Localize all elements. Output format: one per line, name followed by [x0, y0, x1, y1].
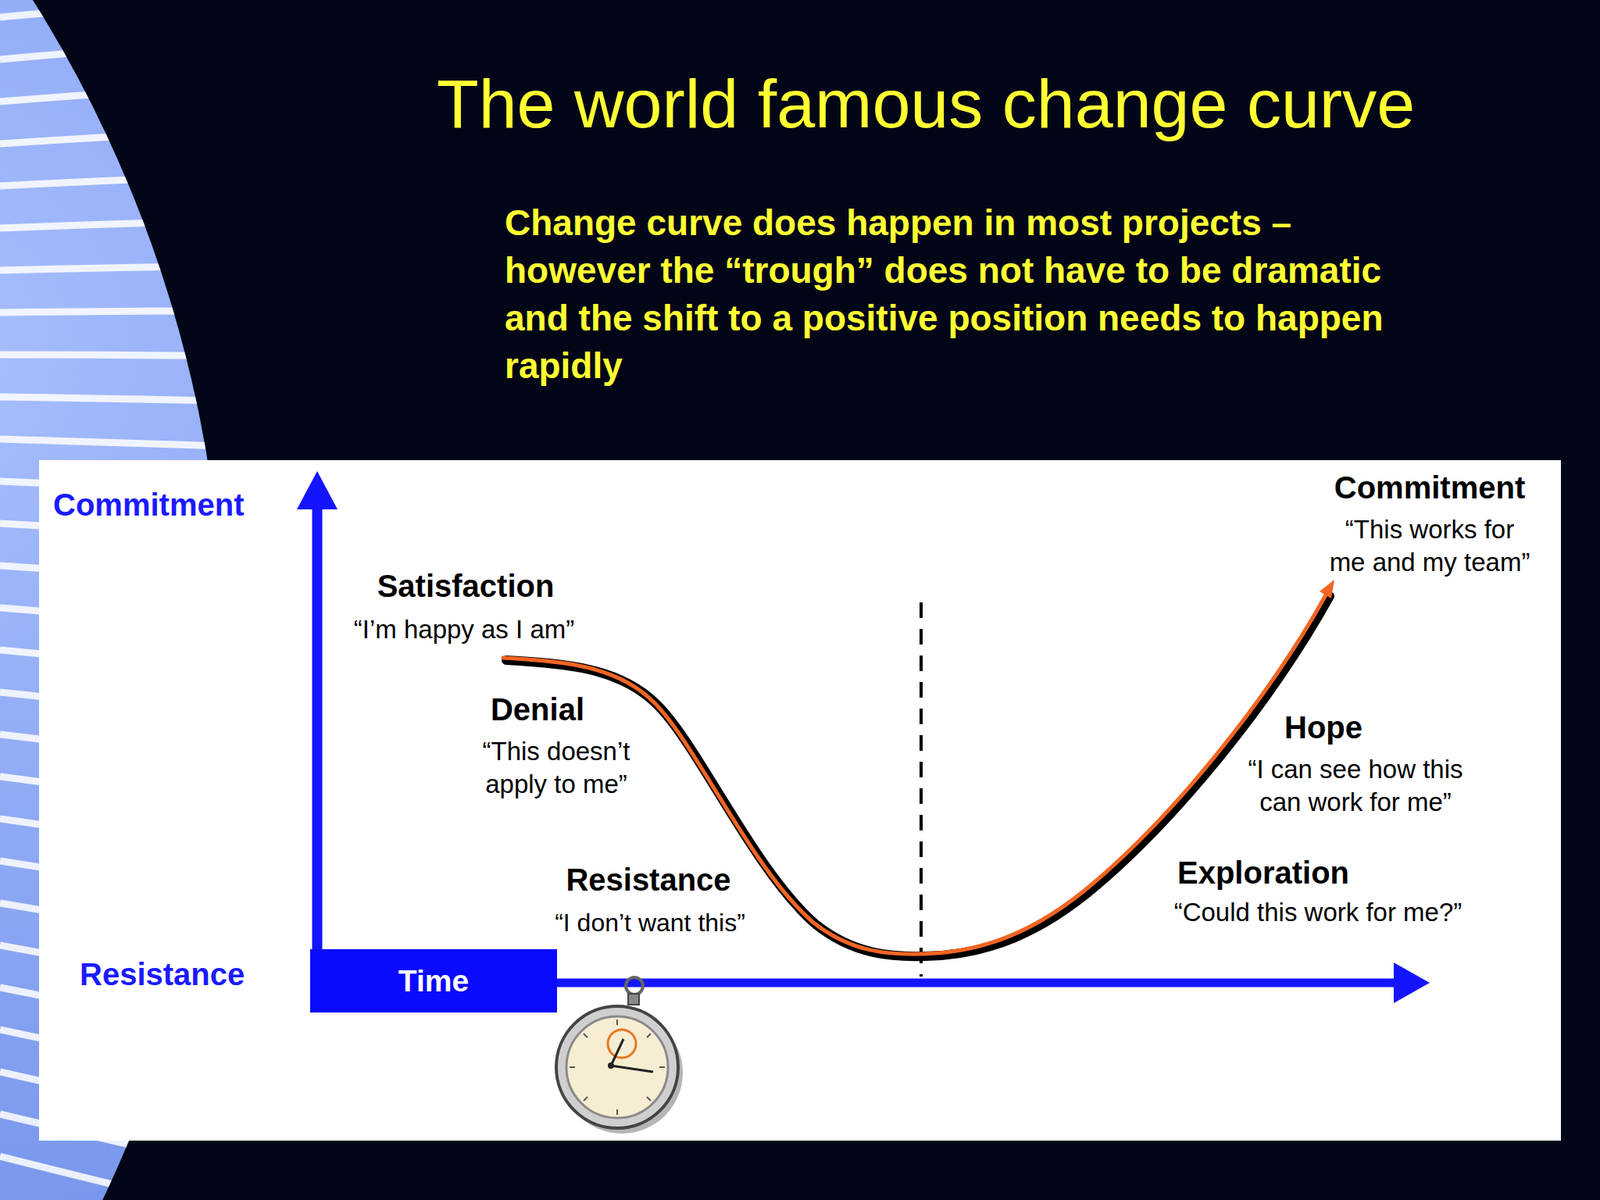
- stage-quote: “This works for me and my team”: [1327, 513, 1533, 579]
- axis-label: Commitment: [53, 485, 244, 524]
- tick: [646, 1096, 651, 1101]
- stopwatch-pivot: [607, 1062, 615, 1069]
- stage-quote: “I don’t want this”: [554, 907, 746, 938]
- tick: [616, 1019, 618, 1025]
- stripe: [0, 129, 250, 144]
- stage-name: Resistance: [565, 860, 731, 899]
- vertical-axis: [312, 500, 323, 955]
- stage-name: Hope: [1284, 708, 1363, 747]
- tick: [646, 1033, 651, 1038]
- subtitle-note: Change curve does happen in most project…: [504, 199, 1427, 390]
- axis-arrowhead: [296, 471, 338, 510]
- box-label: Time: [398, 964, 469, 999]
- stripe: [0, 175, 250, 186]
- stage-name: Commitment: [1334, 468, 1525, 507]
- stripe: [0, 1156, 250, 1200]
- stage-quote: “I’m happy as I am”: [353, 614, 575, 646]
- stage-quote: “Could this work for me?”: [1174, 896, 1463, 929]
- tick: [659, 1066, 665, 1068]
- stage-name: Satisfaction: [377, 567, 555, 605]
- stripe: [0, 354, 250, 357]
- stripe: [0, 84, 250, 102]
- stopwatch-crown: [628, 993, 640, 1005]
- tick: [583, 1096, 588, 1101]
- stage-quote: “This doesn’t apply to me”: [458, 735, 654, 801]
- stripe: [0, 0, 250, 18]
- stopwatch-hand: [610, 1039, 624, 1066]
- axis-arrowhead: [1393, 962, 1430, 1004]
- tick: [583, 1033, 588, 1038]
- stopwatch-icon: [556, 977, 683, 1134]
- slide-title: The world famous change curve: [436, 64, 1415, 144]
- stopwatch-face: [566, 1016, 668, 1118]
- stripe: [0, 439, 250, 447]
- stopwatch-ring: [625, 977, 643, 995]
- stopwatch-ticks: [569, 1019, 665, 1115]
- stopwatch-case: [556, 1006, 679, 1129]
- stripe: [0, 40, 250, 60]
- stripe: [0, 396, 250, 402]
- tick: [569, 1066, 575, 1068]
- stripe: [0, 310, 250, 313]
- axis-label: Resistance: [79, 955, 245, 993]
- tick: [616, 1109, 618, 1115]
- stopwatch-hand: [610, 1065, 654, 1072]
- stripe: [0, 265, 250, 271]
- stage-name: Denial: [490, 690, 585, 729]
- stage-name: Exploration: [1177, 853, 1350, 892]
- stage-quote: “I can see how this can work for me”: [1238, 753, 1473, 819]
- time-box: Time: [310, 949, 558, 1013]
- stripe: [0, 220, 250, 229]
- chart-panel: [39, 460, 1561, 1141]
- trough-divider: [919, 602, 923, 977]
- time-axis: [546, 978, 1399, 988]
- curve-arrowhead: [1319, 579, 1335, 599]
